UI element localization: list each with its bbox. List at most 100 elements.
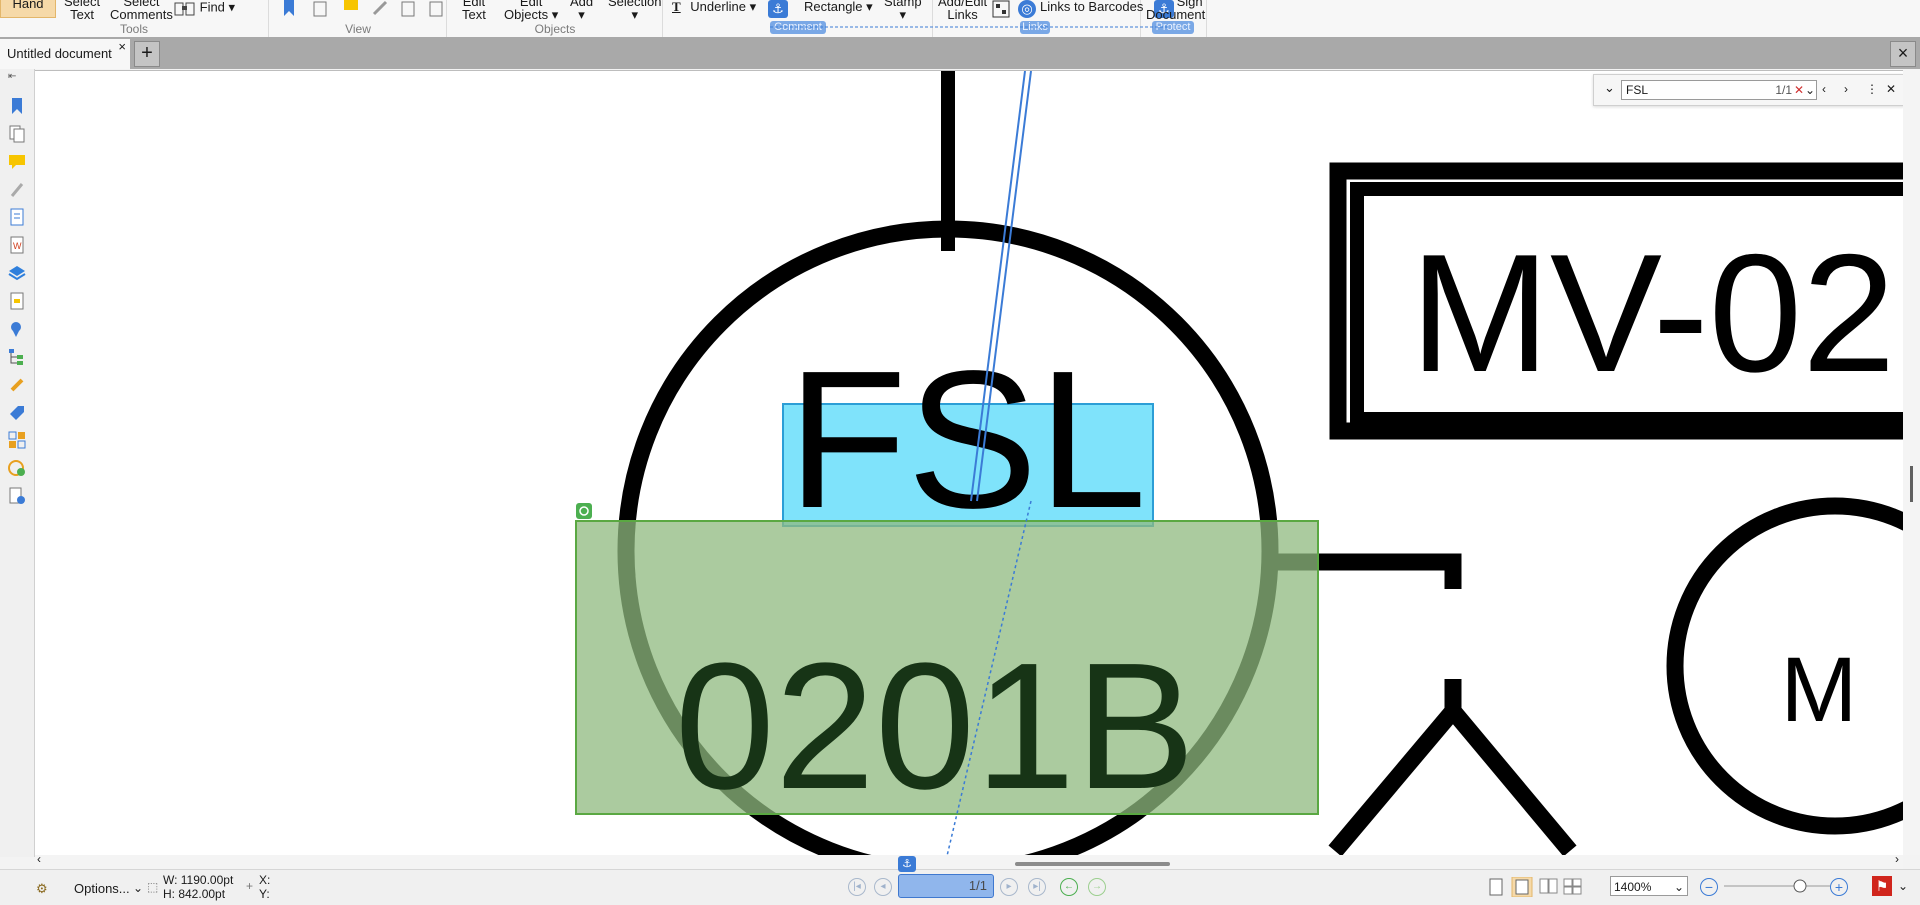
find-result-count: 1/1 — [1775, 83, 1792, 97]
anchor-icon[interactable]: ⚓ — [768, 0, 788, 18]
page-anchor-icon[interactable]: ⚓ — [898, 856, 916, 872]
rectangle-button[interactable]: Rectangle ▾ — [804, 0, 873, 14]
structure-tree-icon[interactable] — [8, 348, 26, 366]
zoom-slider-thumb — [1793, 879, 1807, 893]
page-settings-icon — [429, 1, 443, 17]
close-tab-icon[interactable]: × — [118, 39, 126, 54]
objects-group: Edit Text Edit Objects ▾ Add ▾ Selection… — [448, 0, 663, 37]
edit-text-button[interactable]: Edit Text — [462, 0, 486, 22]
objects-group-label: Objects — [534, 22, 576, 36]
find-button[interactable]: Find ▾ — [174, 0, 235, 17]
location-pin-icon[interactable] — [8, 320, 26, 338]
page-indicator: 1/1 — [968, 878, 987, 893]
zoom-out-icon[interactable]: − — [1700, 878, 1718, 896]
comment-group: T Underline ▾ ⚓ Rectangle ▾ Stamp ▾ Comm… — [664, 0, 933, 37]
document-fields-icon[interactable] — [8, 208, 26, 226]
document-properties-icon[interactable] — [8, 487, 26, 505]
options-chevron-icon[interactable]: ⌄ — [133, 881, 144, 895]
view-group-label: View — [345, 22, 371, 36]
bookmarks-icon[interactable] — [8, 97, 26, 115]
sign-document-button[interactable]: Sign Document — [1146, 0, 1206, 22]
search-highlight[interactable] — [782, 403, 1154, 527]
first-page-icon[interactable]: |◂ — [848, 878, 866, 896]
select-text-button[interactable]: Select Text — [64, 0, 101, 22]
add-edit-links-button[interactable]: Add/Edit Links — [938, 0, 988, 22]
links-panel-icon[interactable] — [8, 376, 26, 394]
horizontal-scrollbar[interactable]: ‹ › — [35, 852, 1903, 869]
document-tab[interactable]: Untitled document × — [0, 39, 130, 69]
linked-annotation-connector — [770, 26, 1170, 28]
clear-search-icon[interactable]: ✕ — [1793, 83, 1804, 97]
options-button[interactable]: Options... — [74, 881, 130, 896]
find-bar: ⌄ FSL 1/1 ✕ ⌄ ‹ › ⋮ ✕ — [1593, 74, 1905, 106]
next-view-icon[interactable]: → — [1088, 878, 1106, 896]
layers-icon[interactable] — [8, 264, 26, 282]
collapse-panel-icon[interactable]: ⇤ — [8, 71, 17, 82]
hand-tool-button[interactable]: Hand — [0, 0, 56, 18]
find-more-options-icon[interactable]: ⋮ — [1866, 82, 1878, 96]
find-next-icon[interactable]: › — [1844, 82, 1848, 96]
zoom-in-icon[interactable]: + — [1830, 878, 1848, 896]
zoom-slider[interactable] — [1722, 878, 1832, 894]
valve-symbol — [1328, 679, 1577, 856]
mv-tag-inner-border — [1350, 182, 1903, 426]
edit-objects-button[interactable]: Edit Objects ▾ — [504, 0, 559, 22]
single-page-icon — [1489, 878, 1503, 896]
zoom-level-select[interactable]: 1400% ⌄ — [1610, 876, 1688, 896]
previous-view-icon[interactable]: ← — [1060, 878, 1078, 896]
motor-circle — [1666, 497, 1903, 835]
highlight-annotation[interactable] — [575, 520, 1319, 815]
mv-label: MV-02 — [1410, 219, 1896, 407]
pages-icon — [313, 1, 327, 17]
page-number-input[interactable]: 1/1 — [898, 874, 994, 898]
facing-pages-icon — [1539, 878, 1549, 894]
cursor-position-icon: + — [246, 879, 254, 893]
pdf-app-icon[interactable]: ⚑ — [1872, 876, 1892, 896]
link-connector-line — [970, 71, 1032, 502]
app-menu-chevron-icon[interactable]: ⌄ — [1898, 879, 1909, 893]
comments-icon[interactable] — [8, 153, 26, 171]
annotation-marker-icon[interactable] — [576, 503, 592, 519]
find-options-chevron-icon[interactable]: ⌄ — [1604, 80, 1615, 95]
scroll-left-icon[interactable]: ‹ — [37, 852, 41, 866]
pages-icon[interactable] — [8, 125, 26, 143]
options-gear-icon[interactable]: ⚙ — [36, 881, 48, 896]
links-to-barcodes-button[interactable]: Links to Barcodes — [1040, 0, 1144, 14]
add-button[interactable]: Add ▾ — [570, 0, 594, 22]
close-find-bar-icon[interactable]: ✕ — [1886, 82, 1897, 96]
word-document-icon[interactable]: W — [8, 236, 26, 254]
tags-icon[interactable] — [8, 404, 26, 422]
tag-number-label: 0201B — [675, 626, 1196, 827]
sign-anchor-icon[interactable]: ⚓ — [1154, 0, 1174, 18]
side-panel-toolbar: ⇤ W — [0, 69, 35, 857]
attachment-icon — [372, 0, 388, 16]
vertical-scroll-thumb[interactable] — [1910, 466, 1913, 502]
document-canvas[interactable]: FSL MV-02 M 0201B — [35, 70, 1903, 856]
vertical-scrollbar[interactable] — [1903, 70, 1920, 855]
close-document-icon[interactable]: × — [1890, 41, 1916, 67]
previous-page-icon[interactable]: ◂ — [874, 878, 892, 896]
new-tab-button[interactable]: + — [134, 41, 160, 67]
attachments-icon[interactable] — [8, 181, 26, 199]
tools-group-label: Tools — [119, 22, 148, 36]
horizontal-scroll-thumb[interactable] — [1015, 862, 1170, 866]
zoom-level: 1400% — [1614, 880, 1652, 894]
target-icon[interactable]: ◎ — [1018, 0, 1036, 18]
scroll-right-icon[interactable]: › — [1895, 852, 1899, 866]
find-input[interactable]: FSL 1/1 ✕ ⌄ — [1621, 80, 1817, 100]
tools-group: Hand Select Text Select Comments Find ▾ … — [0, 0, 269, 37]
last-page-icon[interactable]: ▸| — [1028, 878, 1046, 896]
next-page-icon[interactable]: ▸ — [1000, 878, 1018, 896]
bookmark-icon — [284, 0, 294, 16]
selection-button[interactable]: Selection ▾ — [608, 0, 662, 22]
select-comments-button[interactable]: Select Comments — [110, 0, 173, 22]
form-fields-icon[interactable] — [8, 292, 26, 310]
underline-button[interactable]: T Underline ▾ — [672, 0, 757, 14]
find-history-chevron-icon[interactable]: ⌄ — [1804, 83, 1815, 97]
page-layout-icons[interactable] — [1486, 877, 1606, 897]
find-previous-icon[interactable]: ‹ — [1822, 82, 1826, 96]
accessibility-check-icon[interactable] — [8, 459, 26, 477]
content-panel-icon[interactable] — [8, 431, 26, 449]
annotation-marker-ring — [579, 506, 589, 516]
stamp-button[interactable]: Stamp ▾ — [884, 0, 922, 22]
